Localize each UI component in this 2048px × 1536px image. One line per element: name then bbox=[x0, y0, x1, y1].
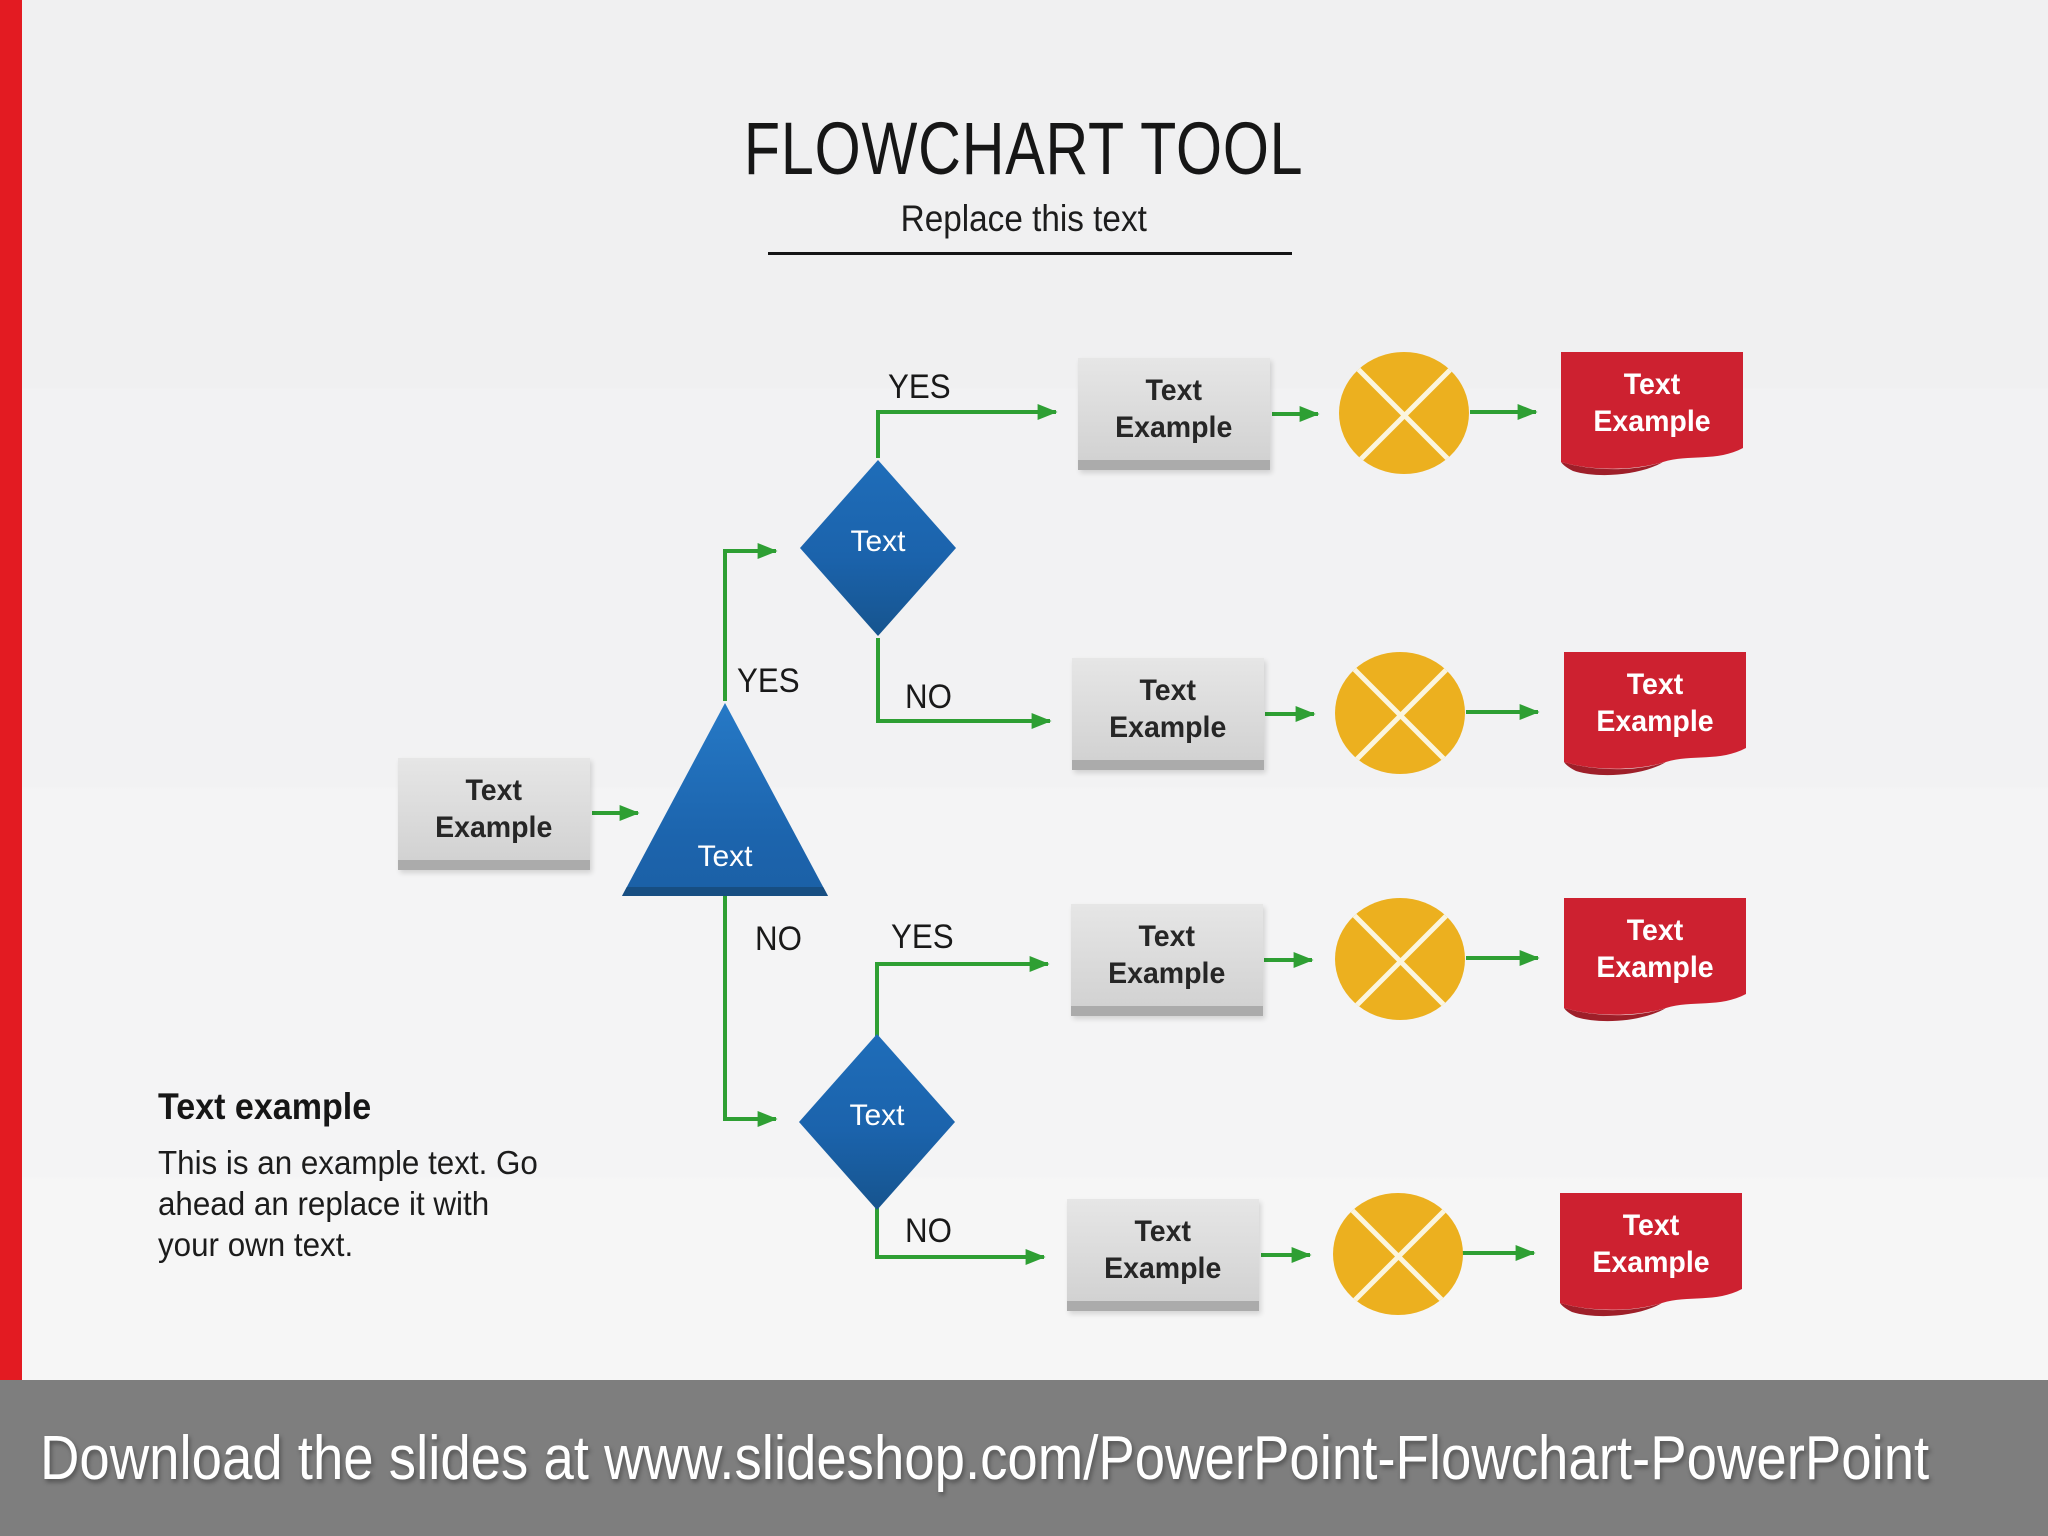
left-accent-bar bbox=[0, 0, 22, 1380]
process-box-row3-line1: Text bbox=[1138, 920, 1196, 953]
note-body-line3: your own text. bbox=[158, 1226, 354, 1263]
process-box-row3: Text Example bbox=[1071, 904, 1263, 1016]
banner-shape bbox=[1560, 1193, 1742, 1317]
diamond-bottom-label: Text bbox=[849, 1099, 905, 1132]
diamond-top-label: Text bbox=[850, 525, 906, 558]
label-diamond1-yes: YES bbox=[888, 368, 951, 406]
slide-subtitle: Replace this text bbox=[0, 198, 2048, 240]
process-box-row2: Text Example bbox=[1072, 658, 1264, 770]
footer-bar: Download the slides at www.slideshop.com… bbox=[0, 1380, 2048, 1536]
page-title-text: FLOWCHART TOOL bbox=[744, 107, 1304, 190]
banner-row4-line1: Text bbox=[1622, 1209, 1680, 1242]
banner-row1-line2: Example bbox=[1593, 405, 1711, 438]
process-box-start: Text Example bbox=[398, 758, 590, 870]
process-box-row4-line2: Example bbox=[1104, 1252, 1222, 1285]
banner-row2: Text Example bbox=[1562, 652, 1748, 776]
connector-diamond1-no bbox=[876, 638, 1052, 729]
page-title: FLOWCHART TOOL bbox=[0, 106, 2048, 191]
junction-circle-row3 bbox=[1335, 898, 1465, 1020]
label-triangle-no: NO bbox=[755, 920, 802, 958]
banner-row2-line2: Example bbox=[1596, 705, 1714, 738]
triangle-decision: Text bbox=[622, 703, 828, 896]
process-box-start-line1: Text bbox=[465, 774, 523, 807]
process-box-row2-line1: Text bbox=[1139, 674, 1197, 707]
note-body: This is an example text. Go ahead an rep… bbox=[158, 1142, 538, 1265]
banner-row3-line1: Text bbox=[1626, 914, 1684, 947]
process-box-row4: Text Example bbox=[1067, 1199, 1259, 1311]
connector-diamond2-yes bbox=[875, 956, 1050, 1036]
note-body-line1: This is an example text. Go bbox=[158, 1144, 538, 1181]
subtitle-underline bbox=[768, 252, 1292, 255]
banner-row1-line1: Text bbox=[1623, 368, 1681, 401]
process-box-row1-line1: Text bbox=[1145, 374, 1203, 407]
junction-circle-row2 bbox=[1335, 652, 1465, 774]
connector-diamond2-no bbox=[875, 1208, 1046, 1265]
banner-row1: Text Example bbox=[1559, 352, 1745, 476]
diamond-decision-top: Text bbox=[800, 460, 956, 636]
label-diamond2-yes: YES bbox=[891, 918, 954, 956]
process-box-row1: Text Example bbox=[1078, 358, 1270, 470]
note-body-line2: ahead an replace it with bbox=[158, 1185, 490, 1222]
banner-shape bbox=[1564, 652, 1746, 776]
process-box-start-line2: Example bbox=[435, 811, 553, 844]
process-box-row3-line2: Example bbox=[1108, 957, 1226, 990]
connector-diamond1-yes bbox=[876, 404, 1058, 458]
triangle-label: Text bbox=[697, 840, 753, 873]
junction-circle-row1 bbox=[1339, 352, 1469, 474]
banner-row3-line2: Example bbox=[1596, 951, 1714, 984]
process-box-row4-line1: Text bbox=[1134, 1215, 1192, 1248]
footer-download-link[interactable]: Download the slides at www.slideshop.com… bbox=[40, 1423, 1930, 1493]
banner-row2-line1: Text bbox=[1626, 668, 1684, 701]
triangle-bottom-edge bbox=[622, 887, 828, 896]
diamond-decision-bottom: Text bbox=[799, 1034, 955, 1210]
junction-circle-row4 bbox=[1333, 1193, 1463, 1315]
process-box-row2-line2: Example bbox=[1109, 711, 1227, 744]
label-triangle-yes: YES bbox=[737, 662, 800, 700]
note-heading: Text example bbox=[158, 1086, 372, 1127]
banner-shape bbox=[1561, 352, 1743, 476]
label-diamond2-no: NO bbox=[905, 1212, 952, 1250]
label-diamond1-no: NO bbox=[905, 678, 952, 716]
banner-row4: Text Example bbox=[1558, 1193, 1744, 1317]
slide-subtitle-text: Replace this text bbox=[900, 198, 1148, 239]
banner-row3: Text Example bbox=[1562, 898, 1748, 1022]
banner-row4-line2: Example bbox=[1592, 1246, 1710, 1279]
banner-shape bbox=[1564, 898, 1746, 1022]
process-box-row1-line2: Example bbox=[1115, 411, 1233, 444]
